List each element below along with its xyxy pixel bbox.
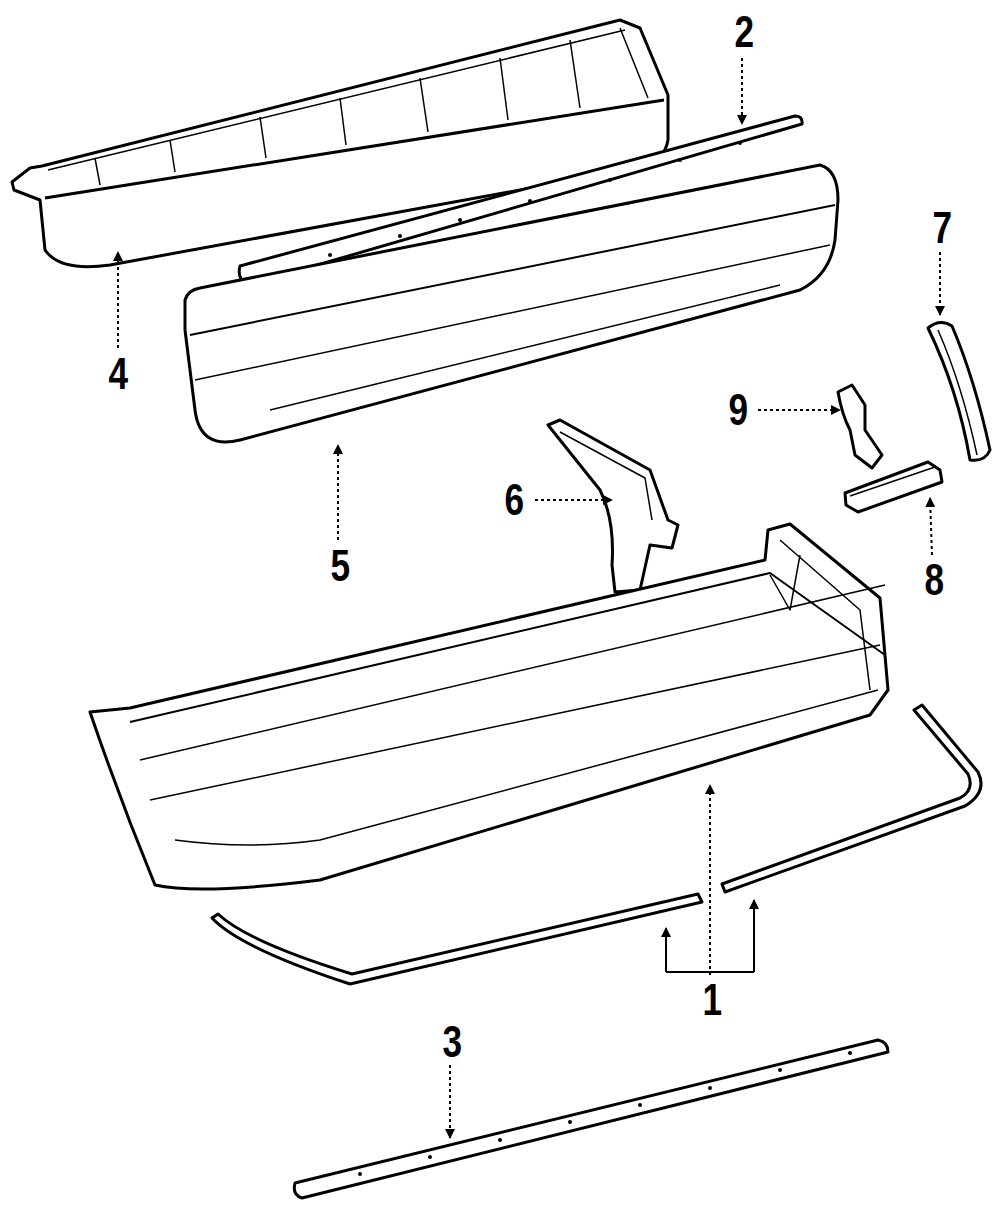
side-bracket bbox=[548, 420, 678, 592]
reinforcement-bar bbox=[185, 165, 838, 442]
callout-number: 6 bbox=[505, 478, 525, 522]
callout-number: 4 bbox=[109, 352, 129, 396]
lower-strip bbox=[294, 1040, 888, 1198]
callout-number: 9 bbox=[729, 388, 749, 432]
side-molding bbox=[928, 322, 990, 460]
small-bracket bbox=[845, 462, 942, 512]
callout-number: 7 bbox=[933, 206, 953, 250]
callout-number: 2 bbox=[735, 10, 755, 54]
lower-molding bbox=[212, 894, 702, 984]
callout-number: 5 bbox=[331, 544, 351, 588]
leader-lines bbox=[118, 58, 940, 1138]
retainer bbox=[838, 385, 882, 468]
lower-molding bbox=[722, 705, 981, 892]
callout-number: 3 bbox=[443, 1020, 463, 1064]
bumper-cover bbox=[90, 524, 888, 889]
callout-number: 1 bbox=[703, 978, 723, 1022]
callout-number: 8 bbox=[925, 558, 945, 602]
